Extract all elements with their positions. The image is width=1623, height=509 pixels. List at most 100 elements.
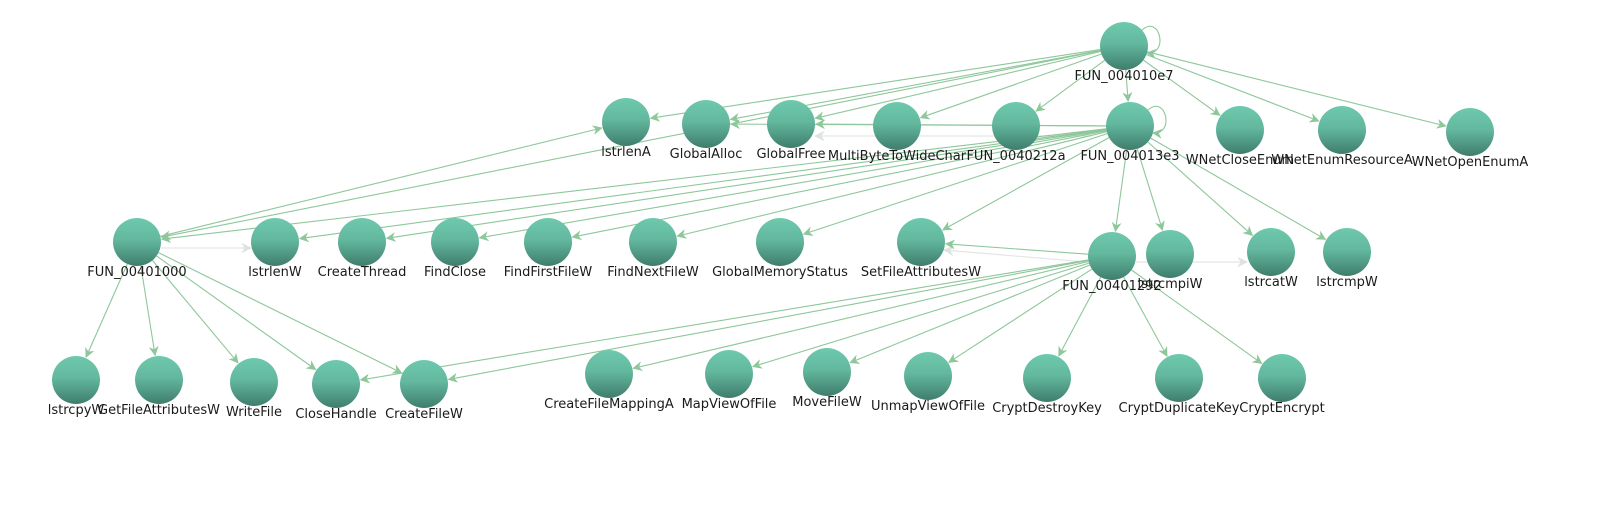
graph-node[interactable]: FUN_004010e7 <box>1074 22 1174 84</box>
node-circle[interactable] <box>1088 232 1136 280</box>
node-circle[interactable] <box>431 218 479 266</box>
call-edge <box>942 137 1110 231</box>
node-label: CreateFileW <box>385 407 463 422</box>
node-layer: FUN_004010e7 lstrlenA GlobalAlloc GlobalFre… <box>48 22 1529 422</box>
graph-node[interactable]: WNetEnumResourceA <box>1271 106 1413 168</box>
node-circle[interactable] <box>1216 106 1264 154</box>
node-circle[interactable] <box>803 348 851 396</box>
call-edge <box>158 252 403 374</box>
node-circle[interactable] <box>1155 354 1203 402</box>
node-circle[interactable] <box>602 98 650 146</box>
call-edge <box>156 255 317 371</box>
graph-node[interactable]: WNetCloseEnum <box>1186 106 1294 168</box>
node-label: UnmapViewOfFile <box>871 399 985 414</box>
node-circle[interactable] <box>873 102 921 150</box>
graph-node[interactable]: GlobalFree <box>756 100 826 162</box>
node-label: MapViewOfFile <box>682 397 777 412</box>
node-circle[interactable] <box>1247 228 1295 276</box>
node-circle[interactable] <box>705 350 753 398</box>
graph-node[interactable]: lstrcmpiW <box>1137 230 1203 292</box>
graph-node[interactable]: CreateFileW <box>385 360 463 422</box>
graph-node[interactable]: FUN_00401000 <box>87 218 187 280</box>
node-label: lstrcatW <box>1244 275 1298 290</box>
graph-node[interactable]: CreateThread <box>318 218 407 280</box>
node-label: FindClose <box>424 265 486 280</box>
graph-node[interactable]: lstrcatW <box>1244 228 1298 290</box>
graph-node[interactable]: WNetOpenEnumA <box>1412 108 1529 170</box>
node-circle[interactable] <box>135 356 183 404</box>
node-label: WNetOpenEnumA <box>1412 155 1529 170</box>
node-label: lstrcmpiW <box>1137 277 1202 292</box>
node-circle[interactable] <box>1100 22 1148 70</box>
node-circle[interactable] <box>230 358 278 406</box>
graph-node[interactable]: CryptDuplicateKey <box>1119 354 1240 416</box>
graph-node[interactable]: lstrcmpW <box>1316 228 1378 290</box>
call-edge <box>160 125 603 237</box>
node-circle[interactable] <box>992 102 1040 150</box>
node-circle[interactable] <box>1323 228 1371 276</box>
node-circle[interactable] <box>1446 108 1494 156</box>
node-circle[interactable] <box>756 218 804 266</box>
call-edge <box>298 128 1107 243</box>
graph-node[interactable]: MultiByteToWideChar <box>828 102 967 164</box>
graph-node[interactable]: FUN_0040212a <box>966 102 1066 164</box>
graph-node[interactable]: lstrcpyW <box>48 356 105 418</box>
graph-node[interactable]: FUN_004013e3 <box>1080 102 1180 164</box>
call-edge <box>919 53 1102 120</box>
node-circle[interactable] <box>897 218 945 266</box>
graph-node[interactable]: FindFirstFileW <box>504 218 593 280</box>
node-circle[interactable] <box>524 218 572 266</box>
graph-node[interactable]: WriteFile <box>226 358 282 420</box>
node-circle[interactable] <box>585 350 633 398</box>
self-loop-edge <box>1141 25 1161 59</box>
node-label: SetFileAttributesW <box>861 265 981 280</box>
node-label: MultiByteToWideChar <box>828 149 967 164</box>
node-circle[interactable] <box>1146 230 1194 278</box>
node-label: FindFirstFileW <box>504 265 593 280</box>
call-edge <box>676 131 1107 239</box>
node-label: lstrlenW <box>248 265 302 280</box>
call-edge <box>447 259 1089 383</box>
node-circle[interactable] <box>400 360 448 408</box>
node-label: lstrlenA <box>601 145 651 160</box>
graph-node[interactable]: lstrlenA <box>601 98 651 160</box>
call-edge <box>85 263 128 359</box>
graph-node[interactable]: MapViewOfFile <box>682 350 777 412</box>
node-circle[interactable] <box>1258 354 1306 402</box>
graph-node[interactable]: CreateFileMappingA <box>544 350 674 412</box>
node-circle[interactable] <box>1318 106 1366 154</box>
graph-node[interactable]: CryptEncrypt <box>1239 354 1325 416</box>
graph-node[interactable]: FUN_00401292 <box>1062 232 1162 294</box>
graph-node[interactable]: CloseHandle <box>295 360 377 422</box>
node-circle[interactable] <box>682 100 730 148</box>
graph-node[interactable]: GlobalAlloc <box>670 100 743 162</box>
graph-node[interactable]: CryptDestroyKey <box>992 354 1102 416</box>
graph-node[interactable]: FindNextFileW <box>607 218 699 280</box>
graph-node[interactable]: UnmapViewOfFile <box>871 352 985 414</box>
node-label: WriteFile <box>226 405 282 420</box>
node-circle[interactable] <box>338 218 386 266</box>
graph-node[interactable]: MoveFileW <box>792 348 862 410</box>
node-circle[interactable] <box>52 356 100 404</box>
node-circle[interactable] <box>113 218 161 266</box>
node-circle[interactable] <box>251 218 299 266</box>
graph-node[interactable]: GetFileAttributesW <box>98 356 220 418</box>
call-edge <box>160 128 1107 243</box>
node-label: FUN_0040212a <box>966 149 1065 164</box>
call-edge <box>814 50 1101 122</box>
graph-node[interactable]: FindClose <box>424 218 486 280</box>
node-circle[interactable] <box>629 218 677 266</box>
node-circle[interactable] <box>904 352 952 400</box>
node-circle[interactable] <box>1023 354 1071 402</box>
graph-node[interactable]: lstrlenW <box>248 218 302 280</box>
node-circle[interactable] <box>1106 102 1154 150</box>
node-circle[interactable] <box>767 100 815 148</box>
call-edge <box>849 264 1091 364</box>
node-circle[interactable] <box>312 360 360 408</box>
node-label: MoveFileW <box>792 395 862 410</box>
graph-node[interactable]: SetFileAttributesW <box>861 218 981 280</box>
graph-node[interactable]: GlobalMemoryStatus <box>712 218 848 280</box>
node-label: GlobalAlloc <box>670 147 743 162</box>
call-edge <box>478 129 1107 242</box>
